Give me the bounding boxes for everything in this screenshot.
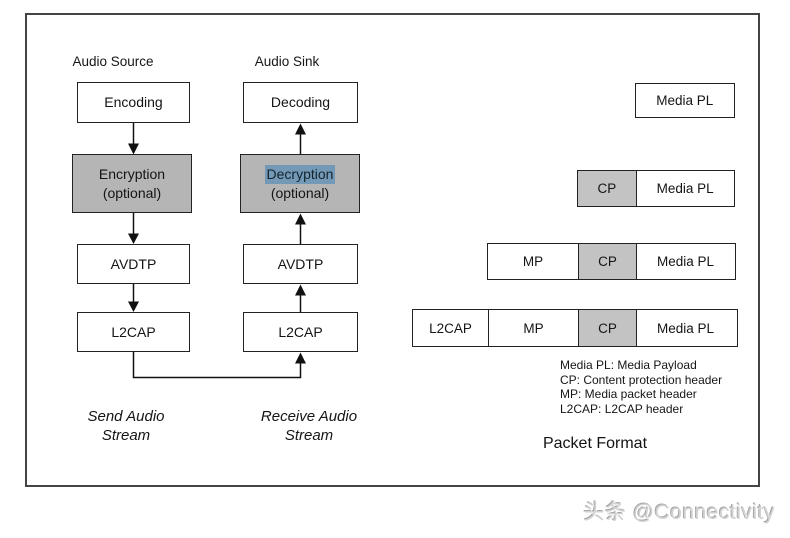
legend-line-mp: MP: Media packet header [560, 387, 697, 402]
avdtp-box-sink: AVDTP [243, 244, 358, 284]
packet-cell-media-pl: Media PL [636, 310, 734, 346]
decryption-box: Decryption (optional) [240, 154, 360, 213]
legend-line-cp: CP: Content protection header [560, 372, 723, 387]
packet-row-3: MP CP Media PL [487, 243, 736, 280]
decryption-optional-label: (optional) [270, 184, 330, 201]
packet-cell-cp: CP [578, 171, 636, 206]
decryption-highlighted-label: Decryption [264, 164, 336, 184]
l2cap-source-label: L2CAP [111, 323, 156, 340]
packet-row-4: L2CAP MP CP Media PL [412, 309, 738, 347]
avdtp-source-label: AVDTP [110, 255, 157, 272]
legend-line-media-pl: Media PL: Media Payload [560, 358, 697, 372]
decoding-label: Decoding [270, 94, 331, 110]
audio-source-title: Audio Source [72, 54, 154, 69]
packet-cell-cp: CP [578, 244, 636, 279]
audio-sink-title: Audio Sink [254, 54, 320, 69]
packet-cell-l2cap: L2CAP [429, 320, 472, 336]
encryption-box: Encryption (optional) [72, 154, 192, 213]
avdtp-box-source: AVDTP [77, 244, 190, 284]
send-stream-caption: Send Audio Stream [87, 408, 165, 444]
packet-cell-media-pl: Media PL [636, 244, 734, 279]
packet-cell-mp: MP [488, 310, 578, 346]
packet-cell-media-pl: Media PL [656, 93, 714, 108]
packet-cell-cp: CP [578, 310, 636, 346]
legend-line-l2cap: L2CAP: L2CAP header [560, 401, 684, 416]
packet-format-title: Packet Format [542, 435, 648, 452]
packet-row-2: CP Media PL [577, 170, 735, 207]
avdtp-sink-label: AVDTP [277, 255, 324, 272]
packet-cell-mp: MP [522, 254, 544, 269]
receive-stream-caption: Receive Audio Stream [260, 408, 358, 444]
encoding-box: Encoding [77, 82, 190, 123]
encryption-optional-label: (optional) [102, 184, 162, 201]
l2cap-sink-label: L2CAP [278, 323, 323, 340]
encoding-label: Encoding [104, 94, 163, 110]
l2cap-box-source: L2CAP [77, 312, 190, 352]
watermark: 头条 @Connectivity [583, 501, 775, 524]
packet-row-1: Media PL [635, 83, 735, 118]
packet-legend: Media PL: Media Payload CP: Content prot… [560, 358, 722, 416]
decoding-box: Decoding [243, 82, 358, 123]
encryption-label: Encryption [98, 165, 166, 182]
l2cap-box-sink: L2CAP [243, 312, 358, 352]
packet-cell-media-pl: Media PL [635, 171, 734, 206]
